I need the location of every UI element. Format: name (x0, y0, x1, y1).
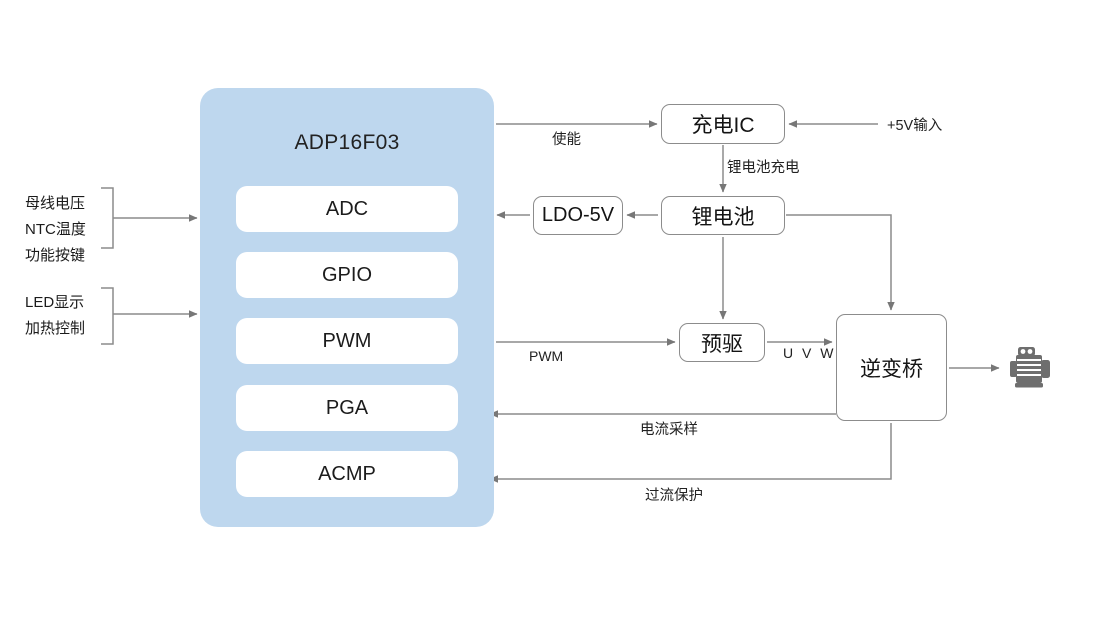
input-label-bus-voltage: 母线电压 (25, 195, 86, 212)
edge-label-enable: 使能 (552, 132, 581, 148)
edge-label-uvw: U V W (783, 345, 836, 361)
arrow-battery-to-inverter (786, 214, 895, 311)
input-label-ntc-temp: NTC温度 (25, 221, 86, 238)
edge-label-over-current: 过流保护 (645, 488, 703, 504)
mcu-block-pga[interactable]: PGA (236, 385, 458, 431)
input-label-heat-control: 加热控制 (25, 320, 86, 337)
edge-label-current-sample: 电流采样 (640, 422, 698, 438)
block-ldo-5v[interactable]: LDO-5V (533, 196, 623, 235)
mcu-block-adc[interactable]: ADC (236, 186, 458, 232)
mcu-block-pwm[interactable]: PWM (236, 318, 458, 364)
input-label-led-display: LED显示 (25, 294, 85, 311)
block-predriver[interactable]: 预驱 (679, 323, 765, 362)
mcu-block-gpio[interactable]: GPIO (236, 252, 458, 298)
bracket-inputs-1 (101, 187, 114, 249)
motor-icon (1010, 347, 1050, 388)
mcu-title: ADP16F03 (294, 131, 400, 154)
edge-label-battery-charge: 锂电池充电 (727, 160, 800, 176)
input-label-func-key: 功能按键 (25, 247, 86, 264)
bracket-inputs-2 (101, 287, 114, 345)
edge-label-pwm: PWM (529, 348, 564, 364)
input-group-1: 母线电压 NTC温度 功能按键 (25, 191, 86, 269)
block-inverter[interactable]: 逆变桥 (836, 314, 947, 421)
edge-label-supply-in: +5V输入 (887, 118, 943, 134)
input-group-2: LED显示 加热控制 (25, 290, 85, 342)
block-charge-ic[interactable]: 充电IC (661, 104, 785, 144)
block-battery[interactable]: 锂电池 (661, 196, 785, 235)
mcu-block-acmp[interactable]: ACMP (236, 451, 458, 497)
